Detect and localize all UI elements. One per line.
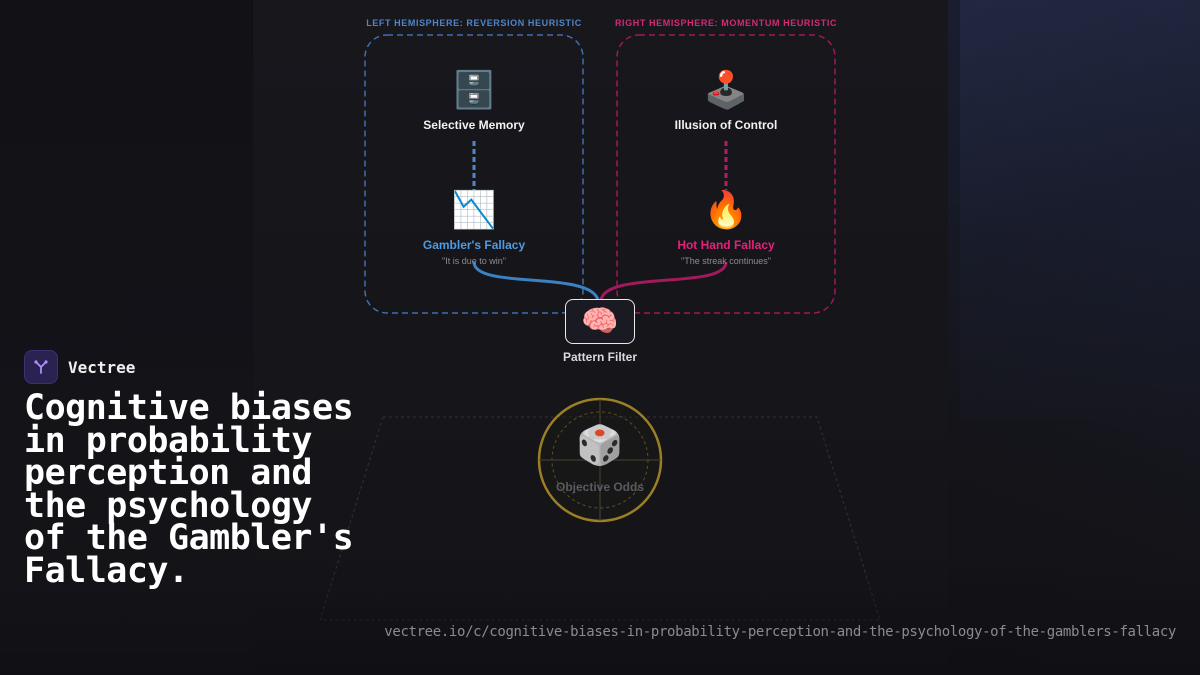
dice-icon: 🎲	[576, 425, 624, 467]
vectree-logo-icon	[24, 350, 58, 384]
page-title: Cognitive biases in probability percepti…	[24, 388, 354, 591]
pattern-filter-label: Pattern Filter	[562, 350, 637, 364]
node-hot-hand-fallacy: 🔥 Hot Hand Fallacy "The streak continues…	[646, 189, 806, 267]
objective-odds-label: Objective Odds	[555, 480, 645, 494]
joystick-icon: 🕹️	[703, 69, 749, 110]
node-label: Hot Hand Fallacy	[677, 238, 775, 252]
objective-odds-ring	[537, 397, 663, 523]
brain-icon: 🧠	[581, 305, 619, 338]
right-hemisphere-label: RIGHT HEMISPHERE: MOMENTUM HEURISTIC	[614, 18, 838, 28]
file-cabinet-icon: 🗄️	[451, 69, 497, 110]
node-label: Selective Memory	[423, 118, 525, 132]
fire-icon: 🔥	[703, 189, 749, 230]
tree-branch-icon	[34, 360, 48, 374]
link-hot-hand-to-pattern-filter	[599, 261, 728, 301]
brand-name: Vectree	[68, 357, 136, 377]
node-selective-memory: 🗄️ Selective Memory	[404, 69, 544, 133]
article-url[interactable]: vectree.io/c/cognitive-biases-in-probabi…	[384, 624, 1176, 640]
left-hemisphere-box	[364, 34, 584, 314]
node-illusion-of-control: 🕹️ Illusion of Control	[646, 69, 806, 133]
chart-decreasing-icon: 📉	[451, 189, 497, 230]
left-hemisphere-label: LEFT HEMISPHERE: REVERSION HEURISTIC	[366, 18, 582, 28]
right-hemisphere-box	[616, 34, 836, 314]
link-gamblers-fallacy-to-pattern-filter	[472, 261, 600, 301]
node-label: Illusion of Control	[674, 118, 778, 132]
bottom-fade	[0, 560, 1200, 675]
brand[interactable]: Vectree	[24, 350, 135, 384]
node-quote: "The streak continues"	[681, 256, 771, 266]
node-quote: "It is due to win"	[442, 256, 506, 266]
pattern-filter-box: 🧠	[565, 299, 635, 344]
node-gamblers-fallacy: 📉 Gambler's Fallacy "It is due to win"	[404, 189, 544, 267]
node-label: Gambler's Fallacy	[422, 238, 526, 252]
perspective-floor	[319, 416, 881, 621]
background-light-beam	[960, 0, 1200, 420]
